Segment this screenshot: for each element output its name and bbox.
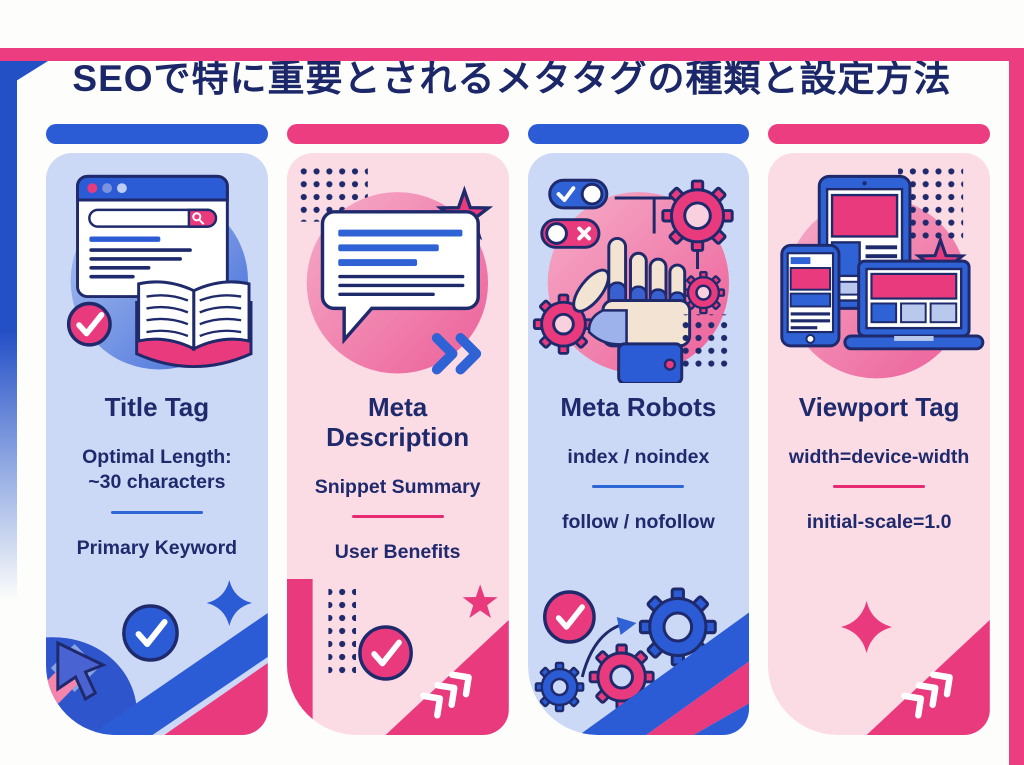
gear-icon <box>588 643 655 711</box>
columns-container: Title Tag Optimal Length: ~30 characters… <box>0 124 1024 735</box>
column-meta-description: Meta Description Snippet Summary User Be… <box>286 124 509 735</box>
frame-right-bar <box>1009 48 1024 765</box>
responsive-devices-illustration <box>780 162 985 379</box>
gear-icon <box>534 661 584 713</box>
frame-top-bar <box>0 48 1024 61</box>
meta-robots-card: Meta Robots index / noindex follow / nof… <box>527 153 750 735</box>
browser-search-book-illustration <box>66 174 253 370</box>
check-circle-icon <box>357 625 413 681</box>
cursor-arrow-icon <box>56 640 107 702</box>
speech-bubble-icon <box>320 210 480 345</box>
toggle-on-icon <box>547 178 608 210</box>
gear-icon <box>638 587 717 667</box>
gear-icon <box>681 270 725 315</box>
card-detail-bottom: follow / nofollow <box>562 511 715 534</box>
column-accent-bar <box>527 124 750 144</box>
gear-icon <box>660 179 734 252</box>
dot-grid <box>328 587 356 679</box>
laptop-icon <box>843 259 985 351</box>
card-detail-bottom: initial-scale=1.0 <box>806 511 952 534</box>
column-accent-bar <box>286 124 509 144</box>
check-circle-icon <box>122 604 179 662</box>
column-title-tag: Title Tag Optimal Length: ~30 characters… <box>46 124 268 735</box>
divider <box>592 485 685 489</box>
phone-icon <box>780 243 841 348</box>
column-viewport-tag: Viewport Tag width=device-width initial-… <box>768 124 990 735</box>
sparkle-icon <box>841 601 893 653</box>
robot-hand-illustration <box>532 178 734 383</box>
column-meta-robots: Meta Robots index / noindex follow / nof… <box>527 124 750 735</box>
pink-bar-shape <box>286 579 313 735</box>
double-chevron-icon <box>431 333 481 375</box>
card-detail-top: width=device-width <box>788 445 970 468</box>
column-accent-bar <box>46 124 268 144</box>
card-heading: Title Tag <box>104 392 210 422</box>
card-heading: Meta Robots <box>560 392 717 422</box>
card-detail-bottom: Primary Keyword <box>76 536 238 559</box>
divider <box>351 515 444 519</box>
meta-description-card: Meta Description Snippet Summary User Be… <box>286 153 509 735</box>
meta-description-decorations <box>286 579 509 735</box>
card-detail-top: Snippet Summary <box>314 475 481 498</box>
card-detail-top: index / noindex <box>567 445 710 468</box>
divider <box>110 510 203 514</box>
divider <box>833 485 926 489</box>
curved-arrow-icon <box>580 623 621 678</box>
viewport-tag-card: Viewport Tag width=device-width initial-… <box>768 153 990 735</box>
card-heading: Meta Description <box>326 392 470 452</box>
card-detail-top: Optimal Length: ~30 characters <box>82 445 232 494</box>
star-icon <box>462 584 498 619</box>
dot-grid <box>677 314 733 368</box>
column-accent-bar <box>768 124 990 144</box>
title-tag-decorations <box>46 580 268 735</box>
gear-icon <box>532 293 594 355</box>
title-tag-card: Title Tag Optimal Length: ~30 characters… <box>46 153 268 735</box>
speech-bubble-illustration <box>296 162 490 375</box>
arrow-head <box>616 617 636 635</box>
toggle-off-icon <box>539 218 600 249</box>
card-detail-bottom: User Benefits <box>334 541 461 564</box>
browser-window-icon <box>76 174 229 299</box>
open-book-icon <box>135 280 253 369</box>
sparkle-icon <box>206 580 252 626</box>
check-circle-icon <box>542 590 596 644</box>
meta-robots-decorations <box>534 587 750 735</box>
corner-stripe-pink <box>164 663 268 735</box>
check-circle-icon <box>66 301 112 347</box>
corner-triangle <box>866 620 990 735</box>
corner-triangle <box>385 620 509 735</box>
page-title: SEOで特に重要とされるメタタグの種類と設定方法 <box>72 58 952 99</box>
viewport-tag-decorations <box>841 601 990 735</box>
card-heading: Viewport Tag <box>798 392 960 422</box>
frame-left-bar <box>0 61 17 661</box>
